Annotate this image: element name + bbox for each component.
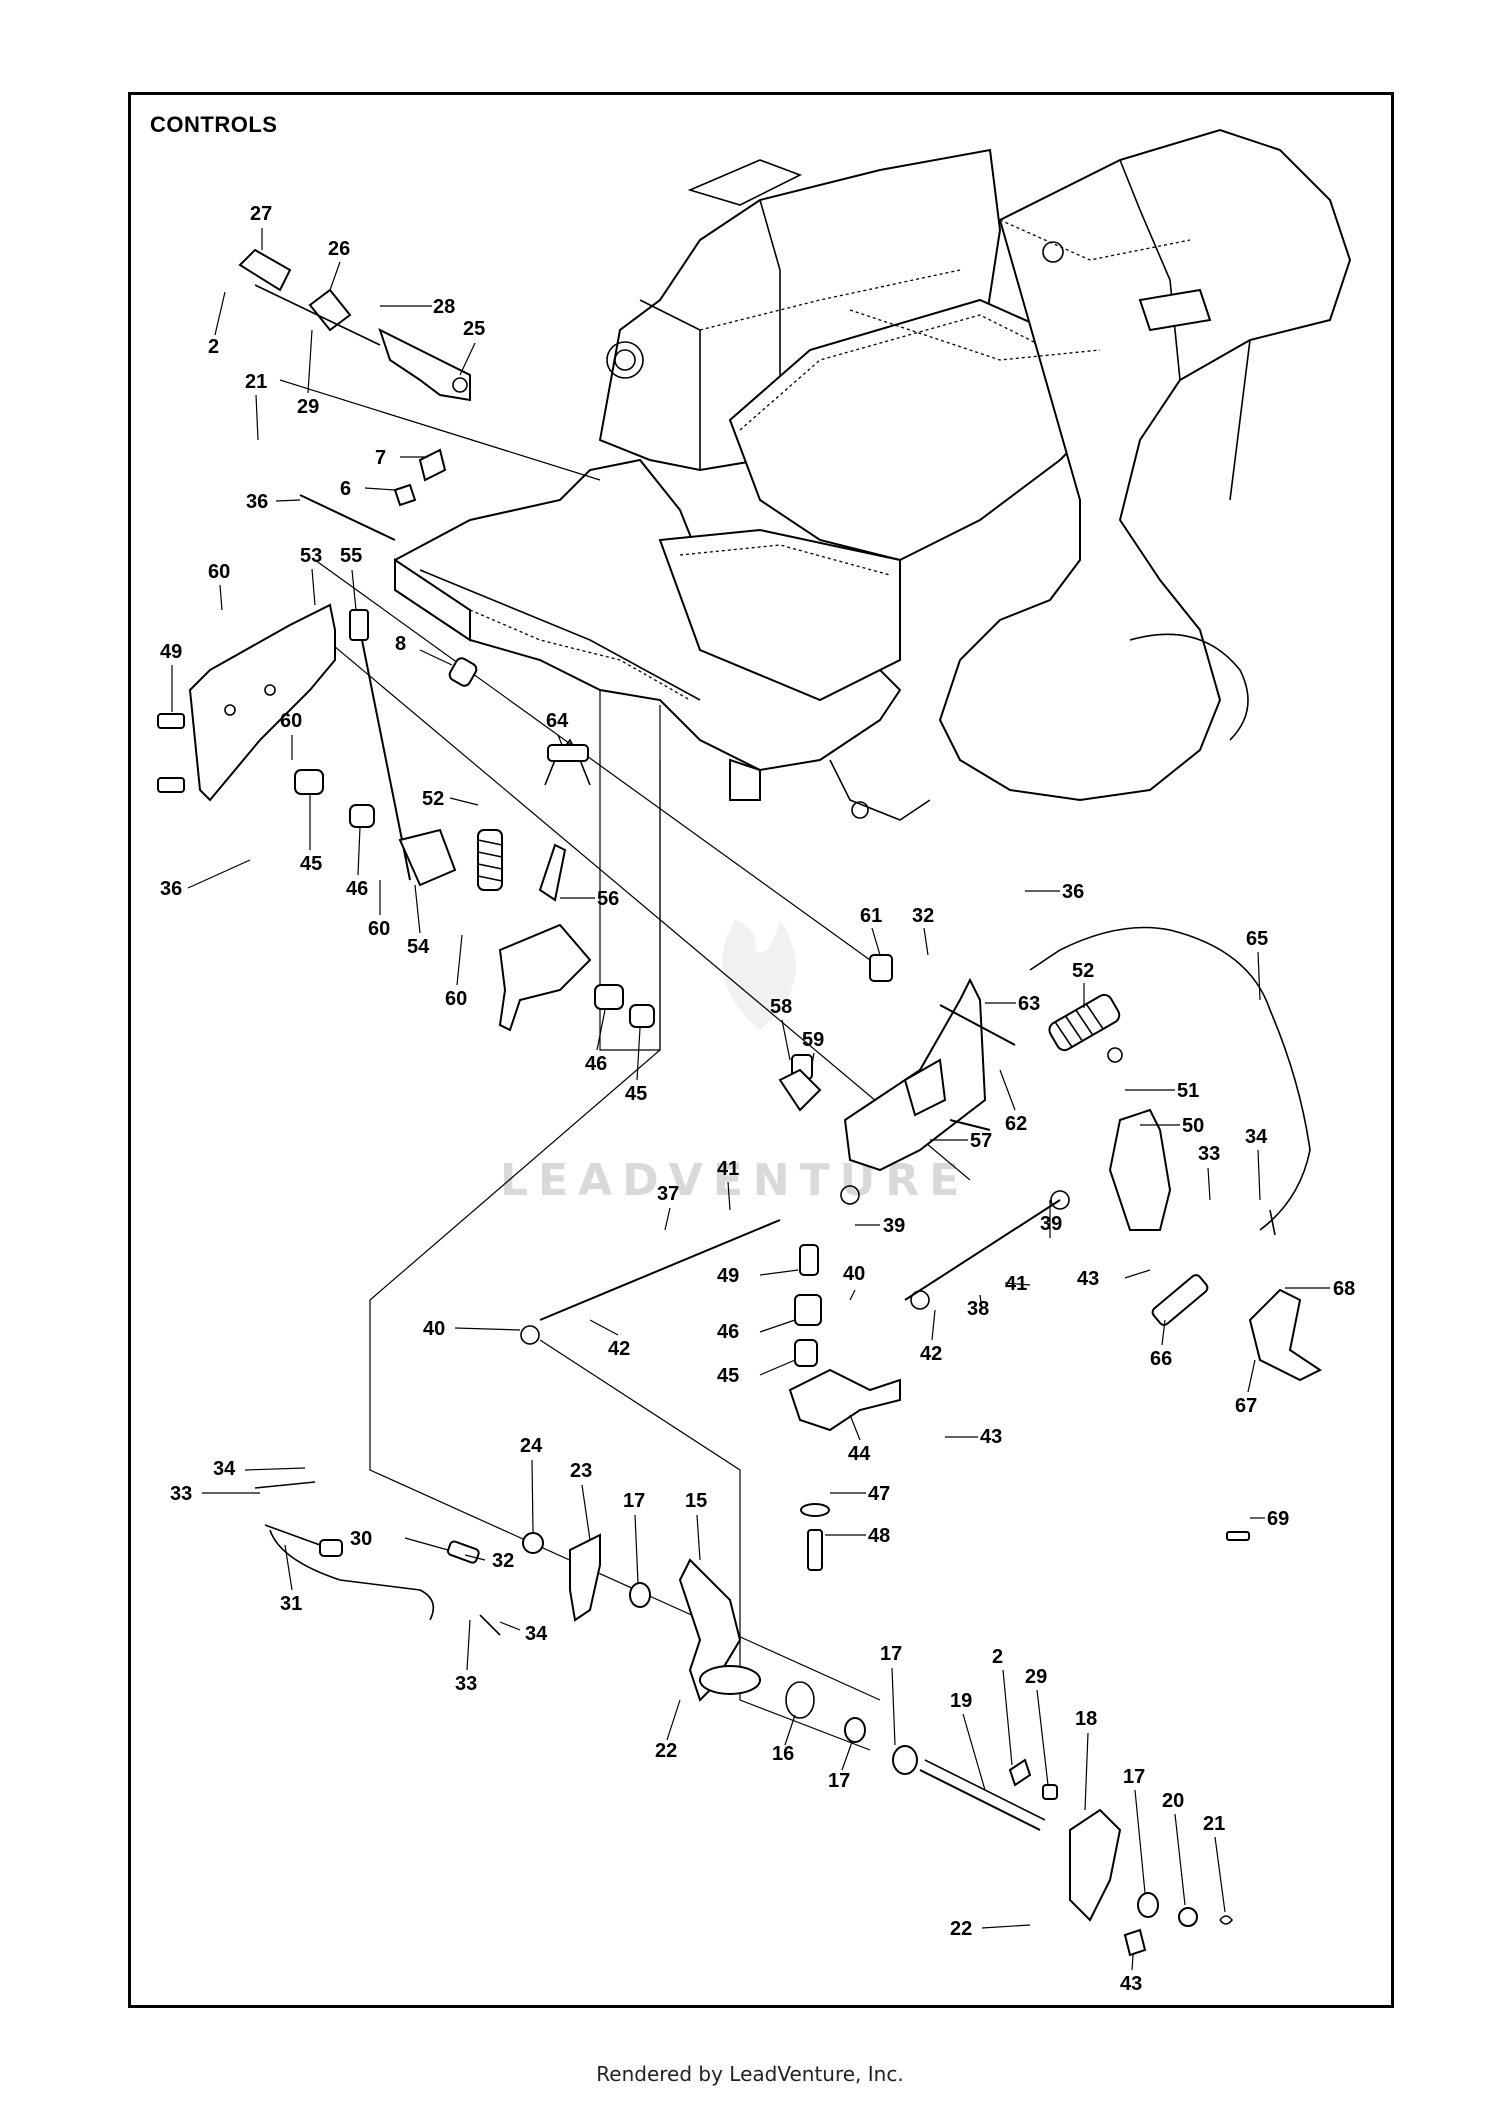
callout-label: 33: [170, 1483, 192, 1505]
callout-label: 8: [395, 633, 406, 655]
callout-label: 32: [492, 1550, 514, 1572]
callout-label: 27: [250, 203, 272, 225]
callout-label: 22: [655, 1740, 677, 1762]
callout-label: 52: [1072, 960, 1094, 982]
callout-label: 18: [1075, 1708, 1097, 1730]
callout-label: 16: [772, 1743, 794, 1765]
callout-label: 66: [1150, 1348, 1172, 1370]
callout-label: 39: [1040, 1213, 1062, 1235]
tractor-frame-drawing: [394, 128, 1352, 821]
callout-label: 59: [802, 1029, 824, 1051]
callout-label: 37: [657, 1183, 679, 1205]
callout-label: 45: [625, 1083, 647, 1105]
callout-label: 32: [912, 905, 934, 927]
callout-label: 25: [463, 318, 485, 340]
diagram-title: CONTROLS: [150, 112, 278, 137]
callout-label: 19: [950, 1690, 972, 1712]
callout-label: 22: [950, 1918, 972, 1940]
callout-label: 58: [770, 996, 792, 1018]
callout-label: 17: [623, 1490, 645, 1512]
callout-label: 36: [160, 878, 182, 900]
callout-label: 21: [245, 371, 267, 393]
callout-label: 21: [1203, 1813, 1225, 1835]
callout-label: 47: [868, 1483, 890, 1505]
callout-label: 55: [340, 545, 362, 567]
callout-label: 65: [1246, 928, 1268, 950]
callout-label: 20: [1162, 1790, 1184, 1812]
callout-label: 40: [843, 1263, 865, 1285]
callout-label: 23: [570, 1460, 592, 1482]
callout-label: 62: [1005, 1113, 1027, 1135]
callout-label: 60: [368, 918, 390, 940]
callout-label: 57: [970, 1130, 992, 1152]
callout-label: 17: [880, 1643, 902, 1665]
callout-label: 52: [422, 788, 444, 810]
callout-label: 68: [1333, 1278, 1355, 1300]
callout-label: 60: [280, 710, 302, 732]
callout-label: 40: [423, 1318, 445, 1340]
render-credit: Rendered by LeadVenture, Inc.: [596, 2062, 904, 2086]
watermark-logo: [722, 920, 796, 1030]
callout-label: 29: [1025, 1666, 1047, 1688]
callout-label: 34: [1245, 1126, 1268, 1148]
callout-label: 28: [433, 296, 455, 318]
callout-leaders: [171, 228, 1330, 1971]
callout-label: 30: [350, 1528, 372, 1550]
parts: [157, 248, 1322, 1957]
callout-label: 50: [1182, 1115, 1204, 1137]
callout-label: 46: [346, 878, 368, 900]
callout-label: 39: [883, 1215, 905, 1237]
callout-label: 45: [717, 1365, 739, 1387]
callout-label: 2: [208, 336, 219, 358]
callout-label: 43: [1120, 1973, 1142, 1995]
callout-label: 17: [828, 1770, 850, 1792]
callout-label: 36: [1062, 881, 1084, 903]
callout-label: 49: [160, 641, 182, 663]
callout-label: 44: [848, 1443, 871, 1465]
callout-label: 36: [246, 491, 268, 513]
diagram-frame: [128, 92, 1394, 2008]
callout-label: 38: [967, 1298, 989, 1320]
callout-label: 49: [717, 1265, 739, 1287]
callout-labels: 27 26 28 2 25 29 21 7 6 36 60 53 55 8 49…: [160, 203, 1355, 1995]
callout-label: 17: [1123, 1766, 1145, 1788]
callout-label: 53: [300, 545, 322, 567]
callout-label: 2: [992, 1646, 1003, 1668]
callout-label: 34: [525, 1623, 548, 1645]
callout-label: 69: [1267, 1508, 1289, 1530]
callout-label: 42: [920, 1343, 942, 1365]
callout-label: 45: [300, 853, 322, 875]
callout-label: 26: [328, 238, 350, 260]
callout-label: 34: [213, 1458, 236, 1480]
callout-label: 41: [717, 1158, 739, 1180]
callout-label: 46: [717, 1321, 739, 1343]
callout-label: 24: [520, 1435, 543, 1457]
callout-label: 31: [280, 1593, 302, 1615]
callout-label: 51: [1177, 1080, 1199, 1102]
callout-label: 67: [1235, 1395, 1257, 1417]
callout-label: 60: [208, 561, 230, 583]
callout-label: 60: [445, 988, 467, 1010]
callout-label: 43: [980, 1426, 1002, 1448]
callout-label: 43: [1077, 1268, 1099, 1290]
callout-label: 33: [455, 1673, 477, 1695]
callout-label: 15: [685, 1490, 707, 1512]
callout-label: 33: [1198, 1143, 1220, 1165]
callout-label: 63: [1018, 993, 1040, 1015]
callout-label: 61: [860, 905, 882, 927]
callout-label: 48: [868, 1525, 890, 1547]
callout-label: 54: [407, 936, 430, 958]
callout-label: 42: [608, 1338, 630, 1360]
callout-label: 29: [297, 396, 319, 418]
callout-label: 6: [340, 478, 351, 500]
callout-label: 56: [597, 888, 619, 910]
callout-label: 46: [585, 1053, 607, 1075]
callout-label: 64: [546, 710, 569, 732]
callout-label: 7: [375, 447, 386, 469]
